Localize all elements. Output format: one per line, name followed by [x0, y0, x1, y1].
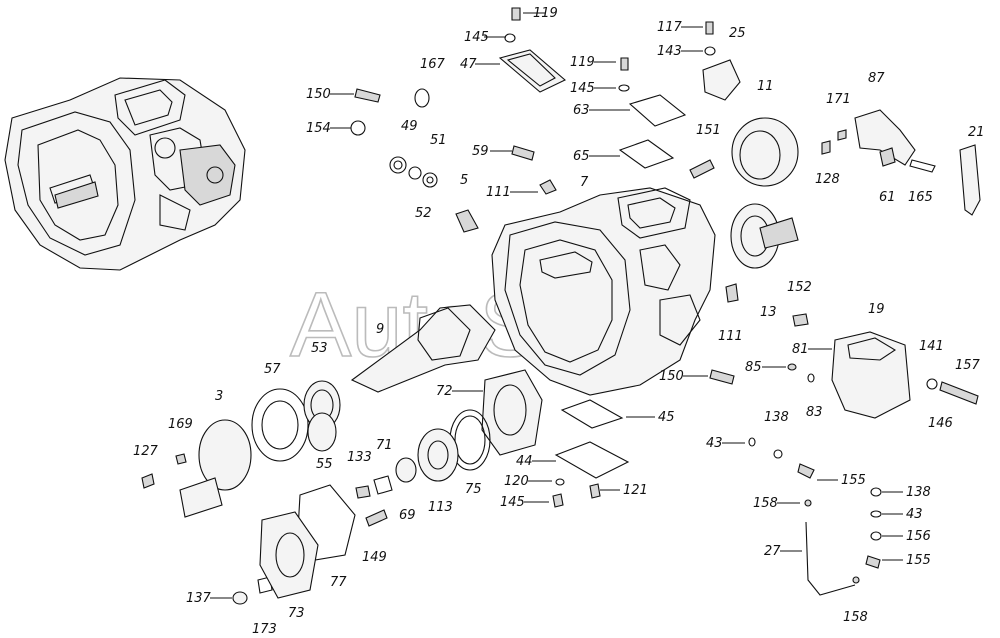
- part-label-111b: 111: [718, 329, 743, 344]
- part-label-150b: 150: [659, 369, 684, 384]
- part-label-43a: 43: [706, 436, 723, 451]
- part-label-150a: 150: [306, 87, 331, 102]
- part-label-19: 19: [868, 302, 885, 317]
- part-label-120: 120: [504, 474, 529, 489]
- part-label-59: 59: [472, 144, 489, 159]
- part-label-165: 165: [908, 190, 933, 205]
- part-label-7: 7: [580, 175, 589, 190]
- leader-lines: [210, 12, 903, 599]
- part-label-119b: 119: [570, 55, 595, 70]
- part-label-155a: 155: [841, 473, 866, 488]
- gearbox-assembly: [4, 77, 246, 271]
- part-label-49: 49: [401, 119, 418, 134]
- part-label-9: 9: [376, 322, 384, 337]
- part-label-143: 143: [657, 44, 682, 59]
- part-label-171: 171: [826, 92, 851, 107]
- part-label-87: 87: [868, 71, 885, 86]
- part-label-83: 83: [806, 405, 823, 420]
- part-label-57: 57: [264, 362, 281, 377]
- part-label-111a: 111: [486, 185, 511, 200]
- part-label-158a: 158: [753, 496, 778, 511]
- part-label-3: 3: [215, 389, 223, 404]
- part-label-151: 151: [696, 123, 721, 138]
- part-label-113: 113: [428, 500, 453, 515]
- part-label-117: 117: [657, 20, 683, 35]
- part-label-152: 152: [787, 280, 812, 295]
- part-label-149: 149: [362, 550, 387, 565]
- part-label-156: 156: [906, 529, 931, 544]
- part-label-53: 53: [311, 341, 328, 356]
- part-label-85: 85: [745, 360, 762, 375]
- part-label-133: 133: [347, 450, 372, 465]
- part-label-52: 52: [415, 206, 432, 221]
- main-housing: [491, 187, 716, 396]
- part-label-145a: 145: [464, 30, 489, 45]
- part-label-167: 167: [420, 57, 446, 72]
- part-label-27: 27: [764, 544, 781, 559]
- part-label-128: 128: [815, 172, 840, 187]
- part-label-138b: 138: [906, 485, 931, 500]
- part-label-141: 141: [919, 339, 944, 354]
- part-label-51: 51: [430, 133, 447, 148]
- part-label-154: 154: [306, 121, 331, 136]
- part-label-43b: 43: [906, 507, 923, 522]
- part-label-169: 169: [168, 417, 193, 432]
- part-label-61: 61: [879, 190, 896, 205]
- part-label-155b: 155: [906, 553, 931, 568]
- part-label-65: 65: [573, 149, 590, 164]
- part-label-63: 63: [573, 103, 590, 118]
- part-label-71: 71: [376, 438, 393, 453]
- part-label-55: 55: [316, 457, 333, 472]
- part-label-5: 5: [460, 173, 468, 188]
- part-label-157: 157: [955, 358, 981, 373]
- part-label-45: 45: [658, 410, 675, 425]
- part-label-121: 121: [623, 483, 648, 498]
- part-label-13: 13: [760, 305, 777, 320]
- part-label-146: 146: [928, 416, 953, 431]
- parts: [141, 7, 981, 605]
- part-label-44: 44: [516, 454, 533, 469]
- part-label-119a: 119: [533, 6, 558, 21]
- part-label-72: 72: [436, 384, 453, 399]
- part-label-73: 73: [288, 606, 305, 621]
- part-label-69: 69: [399, 508, 416, 523]
- part-label-138a: 138: [764, 410, 789, 425]
- part-label-21: 21: [968, 125, 985, 140]
- part-label-127: 127: [133, 444, 159, 459]
- part-label-145c: 145: [500, 495, 525, 510]
- part-label-11: 11: [757, 79, 774, 94]
- part-label-77: 77: [330, 575, 347, 590]
- part-label-47: 47: [460, 57, 477, 72]
- part-label-137: 137: [186, 591, 212, 606]
- part-label-75: 75: [465, 482, 482, 497]
- part-label-25: 25: [729, 26, 746, 41]
- part-label-158b: 158: [843, 610, 868, 625]
- part-label-145b: 145: [570, 81, 595, 96]
- part-label-81: 81: [792, 342, 809, 357]
- part-label-173: 173: [252, 622, 277, 637]
